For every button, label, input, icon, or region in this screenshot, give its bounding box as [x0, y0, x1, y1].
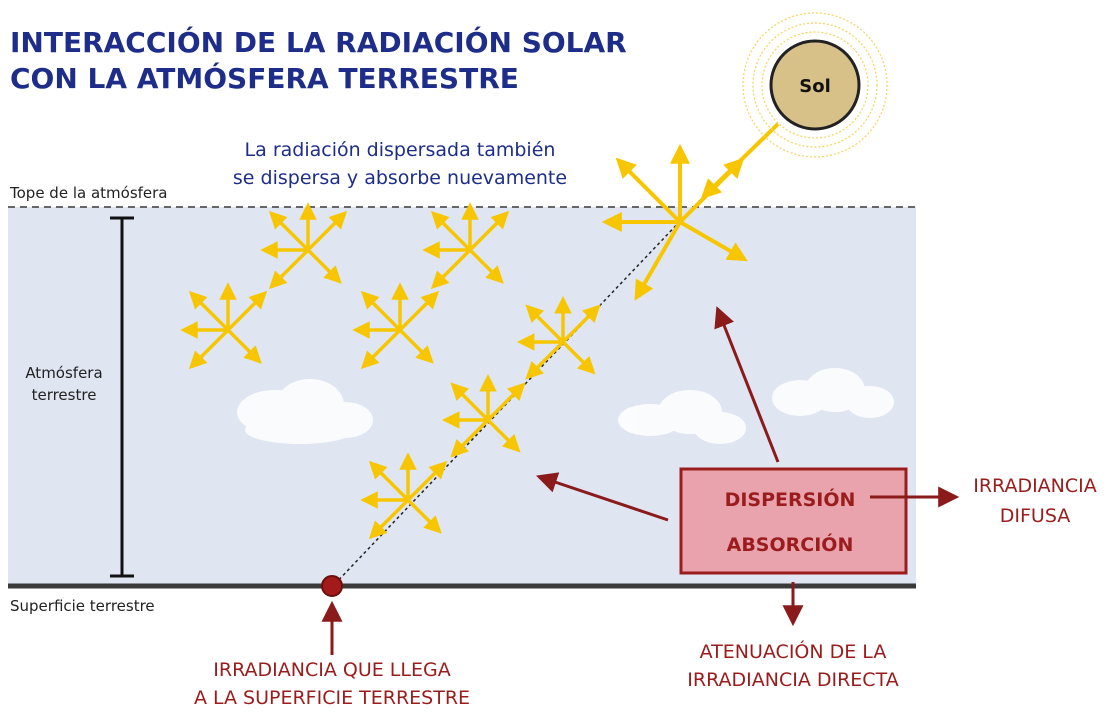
- surface-irradiance-label-line-1: IRRADIANCIA QUE LLEGA: [213, 659, 450, 681]
- scatter-ray: [525, 340, 565, 380]
- scatter-ray: [634, 220, 682, 301]
- scatter-ray: [468, 210, 510, 252]
- scatter-ray: [486, 382, 526, 422]
- scatter-ray: [406, 498, 442, 534]
- surface-label: Superficie terrestre: [10, 597, 155, 615]
- scatter-ray: [430, 248, 472, 290]
- scatter-ray: [615, 157, 682, 224]
- diffuse-label-line-2: DIFUSA: [1000, 505, 1070, 527]
- cloud-icon-middle: [618, 390, 746, 444]
- attenuation-label-line-1: ATENUACIÓN DE LA: [700, 639, 887, 663]
- scatter-ray: [468, 248, 504, 284]
- scatter-note-line-2: se dispersa y absorbe nuevamente: [233, 167, 567, 189]
- scatter-ray: [450, 382, 490, 422]
- scatter-note-line-1: La radiación dispersada también: [245, 139, 556, 161]
- scatter-ray: [368, 498, 410, 540]
- scatter-ray: [306, 210, 348, 252]
- sun-label: Sol: [799, 76, 831, 97]
- atmosphere-label-line-2: terrestre: [32, 386, 97, 404]
- absorption-label: ABSORCIÓN: [727, 532, 854, 556]
- scatter-star-2: [260, 202, 348, 290]
- scatter-ray: [561, 304, 601, 344]
- surface-arrival-point: [321, 575, 343, 597]
- scatter-ray: [368, 460, 410, 502]
- scatter-ray: [268, 210, 310, 252]
- scatter-ray: [306, 248, 342, 284]
- scatter-ray: [430, 210, 472, 252]
- scatter-star-3: [422, 202, 510, 290]
- cloud-icon-right: [772, 368, 894, 418]
- scatter-left-arrow: [536, 472, 669, 522]
- scatter-ray: [398, 290, 440, 332]
- diffuse-label-line-1: IRRADIANCIA: [973, 475, 1097, 497]
- scatter-star-4: [180, 282, 268, 370]
- incoming-solar-ray: [700, 122, 780, 200]
- title-line-1: INTERACCIÓN DE LA RADIACIÓN SOLAR: [10, 25, 627, 59]
- scatter-ray: [398, 328, 434, 364]
- scatter-ray: [226, 328, 262, 364]
- scatter-ray: [486, 418, 521, 453]
- scatter-ray: [450, 418, 490, 458]
- scatter-star-6: [516, 295, 601, 380]
- scatter-ray: [406, 460, 448, 502]
- process-box: [679, 467, 908, 575]
- scatter-ray: [678, 220, 748, 262]
- sun-icon: [742, 12, 888, 158]
- scatter-ray: [226, 290, 268, 332]
- scatter-star-7: [441, 373, 526, 458]
- attenuation-label-line-2: IRRADIANCIA DIRECTA: [687, 669, 898, 691]
- surface-irradiance-label-line-2: A LA SUPERFICIE TERRESTRE: [194, 687, 470, 709]
- scatter-star-5: [352, 282, 440, 370]
- scatter-ray: [268, 248, 310, 290]
- scattering-label: DISPERSIÓN: [725, 487, 856, 511]
- atmosphere-height-bracket: [110, 216, 134, 578]
- scatter-ray: [561, 340, 596, 375]
- scattering-arrows: [180, 143, 748, 540]
- scatter-ray: [360, 290, 402, 332]
- atmosphere-label-line-1: Atmósfera: [25, 364, 102, 382]
- scatter-ray: [360, 328, 402, 370]
- scatter-star-8: [360, 452, 448, 540]
- top-of-atmosphere-label: Tope de la atmósfera: [9, 184, 168, 202]
- scatter-up-arrow: [714, 306, 780, 463]
- cloud-icon-left: [237, 379, 373, 444]
- scatter-ray: [188, 290, 230, 332]
- scatter-ray: [525, 304, 565, 344]
- scatter-ray: [188, 328, 230, 370]
- title-line-2: CON LA ATMÓSFERA TERRESTRE: [10, 61, 519, 95]
